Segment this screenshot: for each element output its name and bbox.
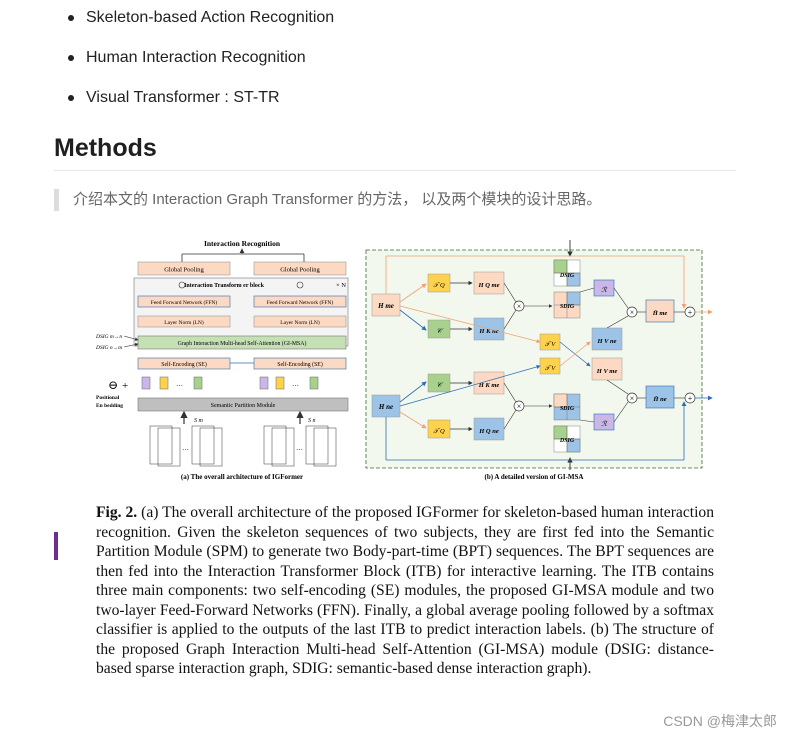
bullet-item: Visual Transformer : ST-TR xyxy=(64,86,334,126)
spm-label: Semantic Partition Module xyxy=(211,403,276,409)
ffn-label: Feed Forward Network (FFN) xyxy=(267,299,334,306)
sm-label: S m xyxy=(194,418,204,424)
h-me-label: H me xyxy=(377,302,394,310)
tv-label: 𝒯 V xyxy=(545,341,557,348)
svg-text:×: × xyxy=(517,302,522,311)
hk-me-label: H K me xyxy=(478,382,500,389)
layer-norm-box-2 xyxy=(253,315,347,328)
dsig-label: DSIG xyxy=(559,438,575,444)
dsig-grid-bottom xyxy=(553,425,581,453)
plus-icon: + xyxy=(122,380,128,392)
section-heading: Methods xyxy=(54,134,157,162)
gi-msa-label: Graph Interaction Multi-head Self-Attent… xyxy=(178,340,307,347)
times-n-label: × N xyxy=(336,282,346,289)
itb-label: Interaction Transform er block xyxy=(184,283,264,289)
self-encoding-label: Self-Encoding (SE) xyxy=(161,361,207,368)
itb-container xyxy=(133,277,349,347)
caption-accent-bar xyxy=(54,532,58,560)
architecture-figure: Interaction Recognition Global Pooling G… xyxy=(95,239,713,481)
hbar-ne-label: H̄ ne xyxy=(652,396,666,403)
positional-embedding-label: Positional xyxy=(96,395,120,401)
h-ne-label: H ne xyxy=(378,403,393,411)
dsig-side-label: DSIG m→n xyxy=(95,334,122,340)
global-pooling-label: Global Pooling xyxy=(164,267,204,274)
gi-msa-dashed-container xyxy=(365,249,703,469)
hv-me-label: H V me xyxy=(596,368,618,375)
self-encoding-label: Self-Encoding (SE) xyxy=(277,361,323,368)
sdig-label: SDIG xyxy=(560,406,575,412)
blockquote-text: 介绍本文的 Interaction Graph Transformer 的方法，… xyxy=(73,191,602,208)
hbar-me-box xyxy=(645,299,675,323)
figure-caption-text: (a) The overall architecture of the prop… xyxy=(96,504,715,677)
gi-msa-box xyxy=(137,335,347,350)
svg-text:…: … xyxy=(182,444,189,452)
figure-caption: Fig. 2. (a) The overall architecture of … xyxy=(96,503,714,679)
bullet-item: Skeleton-based Action Recognition xyxy=(64,6,334,46)
hv-ne-label: H V ne xyxy=(596,338,616,345)
svg-text:+: + xyxy=(688,308,693,317)
svg-text:×: × xyxy=(517,402,522,411)
tv-label: 𝒯 V xyxy=(545,365,557,372)
spm-box xyxy=(137,397,349,412)
tq-label: 𝒯 Q xyxy=(433,428,445,435)
sub-caption-b: (b) A detailed version of GI-MSA xyxy=(485,473,584,481)
ffn-box-2 xyxy=(253,295,347,308)
c-label: 𝒞 xyxy=(436,381,443,389)
figure-label: Fig. 2. xyxy=(96,504,138,521)
dsig-grid-top xyxy=(553,259,581,287)
layer-norm-label: Layer Norm (LN) xyxy=(280,319,320,326)
r-label: ℛ xyxy=(601,286,607,294)
svg-text:+: + xyxy=(688,394,693,403)
left-architecture: Interaction Recognition Global Pooling G… xyxy=(95,239,349,481)
r-label: ℛ xyxy=(601,420,607,428)
sub-caption-a: (a) The overall architecture of IGFormer xyxy=(181,473,303,481)
svg-text:×: × xyxy=(630,308,635,317)
global-pooling-box-1 xyxy=(137,261,231,276)
self-encoding-box-2 xyxy=(253,357,347,370)
layer-norm-box-1 xyxy=(137,315,231,328)
global-pooling-box-2 xyxy=(253,261,347,276)
heading-divider xyxy=(54,170,736,171)
watermark: CSDN @梅津太郎 xyxy=(663,713,777,729)
positional-embedding-label: En bedding xyxy=(96,403,123,409)
blockquote-bar xyxy=(54,189,59,211)
minus-circle-icon: ⊖ xyxy=(108,378,118,392)
hq-me-label: H Q me xyxy=(478,282,500,289)
tq-label: 𝒯 Q xyxy=(433,282,445,289)
dsig-side-label: DSIG n→m xyxy=(95,345,122,351)
layer-norm-label: Layer Norm (LN) xyxy=(164,319,204,326)
bullet-list: Skeleton-based Action Recognition Human … xyxy=(64,6,334,126)
svg-text:…: … xyxy=(176,380,183,388)
global-pooling-label: Global Pooling xyxy=(280,267,320,274)
skeleton-sequence-n xyxy=(263,425,337,467)
ffn-label: Feed Forward Network (FFN) xyxy=(151,299,218,306)
sn-label: S n xyxy=(308,418,316,424)
sdig-label: SDIG xyxy=(560,304,575,310)
sdig-grid-bottom xyxy=(553,393,581,421)
c-label: 𝒞 xyxy=(436,327,443,335)
svg-text:…: … xyxy=(292,380,299,388)
ffn-box-1 xyxy=(137,295,231,308)
hbar-ne-box xyxy=(645,385,675,409)
bullet-item: Human Interaction Recognition xyxy=(64,46,334,86)
skeleton-sequence-m xyxy=(149,425,223,467)
hk-ne-label: H K ne xyxy=(478,328,498,335)
svg-text:…: … xyxy=(296,444,303,452)
svg-text:×: × xyxy=(630,394,635,403)
right-gi-msa: H me H ne 𝒯 Q 𝒞 𝒞 𝒯 Q H Q me H K ne H K … xyxy=(365,240,713,481)
hq-ne-label: H Q ne xyxy=(478,428,499,435)
dsig-label: DSIG xyxy=(559,273,575,279)
self-encoding-box-1 xyxy=(137,357,231,370)
sdig-grid-top xyxy=(553,291,581,319)
hbar-me-label: H̄ me xyxy=(652,310,668,317)
interaction-recognition-label: Interaction Recognition xyxy=(204,239,281,248)
